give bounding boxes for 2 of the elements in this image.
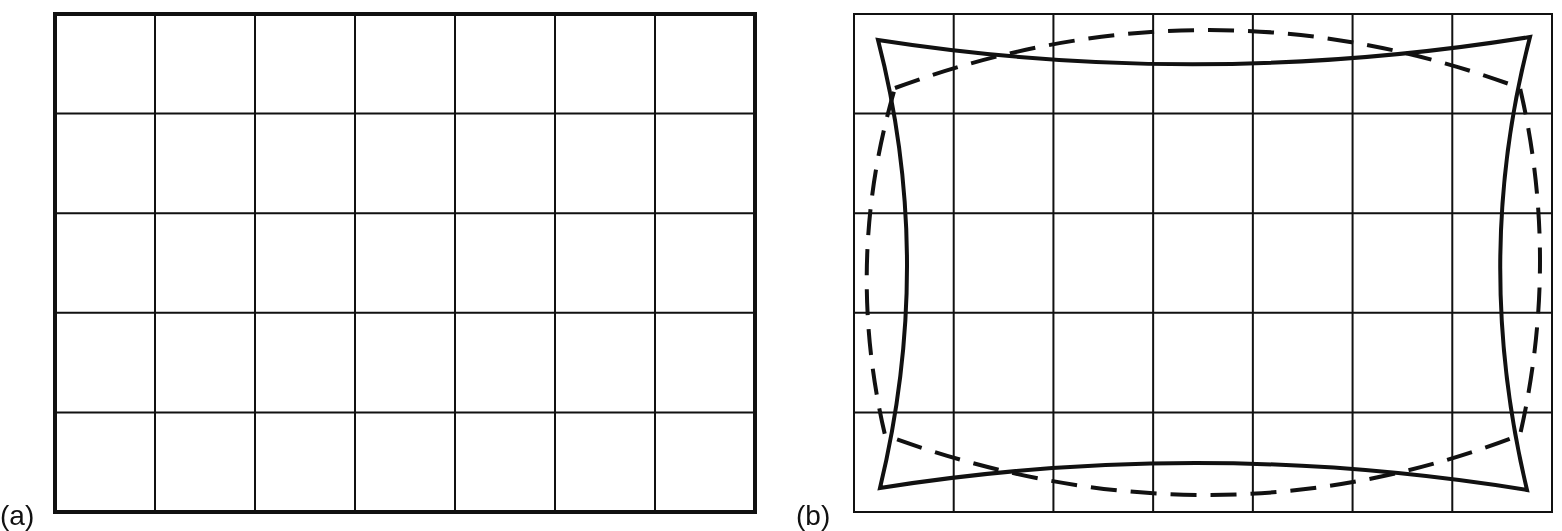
panel-label: (a) [0, 502, 35, 530]
panel-label: (b) [796, 502, 831, 530]
